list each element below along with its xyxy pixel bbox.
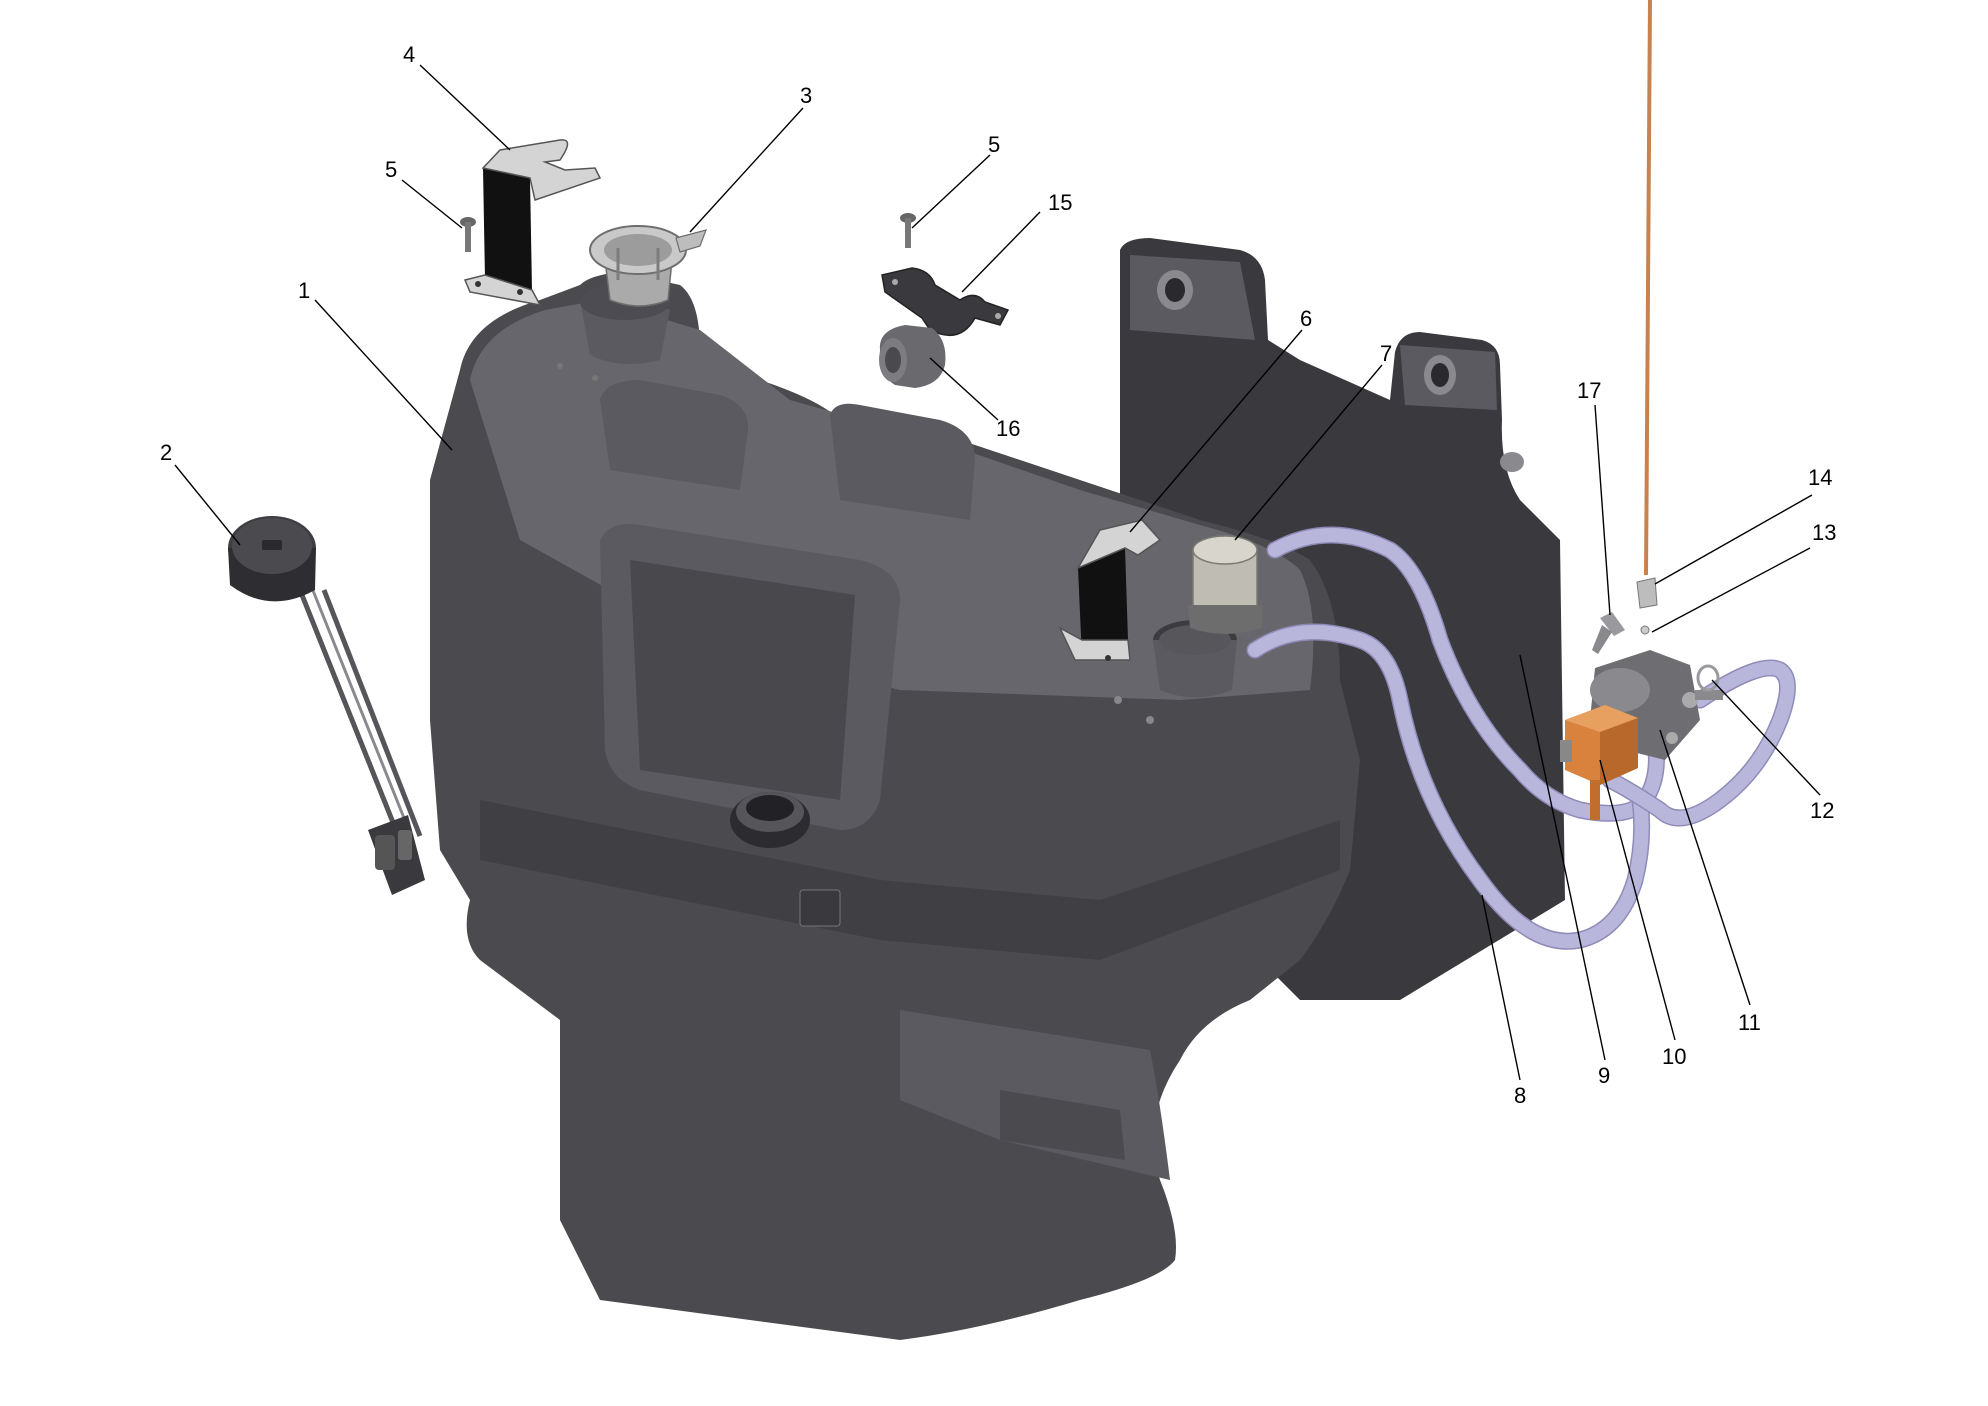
filler-strainer <box>589 225 707 307</box>
callout-13: 13 <box>1812 520 1836 545</box>
leader-lines <box>174 64 1821 1081</box>
callout-1: 1 <box>298 278 310 303</box>
small-fitting <box>1640 625 1650 635</box>
vent-valve <box>1188 535 1262 634</box>
fuel-sender-unit <box>228 516 425 895</box>
clamp-strap <box>881 267 1010 337</box>
wire-lead <box>1644 0 1652 576</box>
callout-3: 3 <box>800 83 812 108</box>
fitting-elbow <box>1592 612 1625 654</box>
callout-labels: 1 2 3 4 5 5 6 7 8 9 10 11 12 13 14 15 16… <box>160 42 1836 1108</box>
callout-8: 8 <box>1514 1083 1526 1108</box>
mounting-bracket-left <box>463 139 602 307</box>
callout-10: 10 <box>1662 1044 1686 1069</box>
callout-9: 9 <box>1598 1063 1610 1088</box>
callout-15: 15 <box>1048 190 1072 215</box>
hose-clamp <box>1696 664 1720 692</box>
mounting-bracket-center <box>1058 519 1162 661</box>
callout-5-left: 5 <box>385 157 397 182</box>
callout-4: 4 <box>403 42 415 67</box>
bolt-center <box>900 213 916 248</box>
callout-2: 2 <box>160 440 172 465</box>
fuel-tank <box>430 238 1565 1340</box>
rubber-grommet <box>879 325 946 388</box>
callout-5-center: 5 <box>988 132 1000 157</box>
electric-pump <box>1560 705 1638 820</box>
callout-12: 12 <box>1810 798 1834 823</box>
callout-6: 6 <box>1300 306 1312 331</box>
callout-11: 11 <box>1738 1010 1761 1035</box>
wire-terminal <box>1636 577 1658 609</box>
callout-14: 14 <box>1808 465 1832 490</box>
callout-16: 16 <box>996 416 1020 441</box>
callout-7: 7 <box>1380 341 1392 366</box>
callout-17: 17 <box>1577 378 1601 403</box>
bolt-left <box>460 217 476 252</box>
